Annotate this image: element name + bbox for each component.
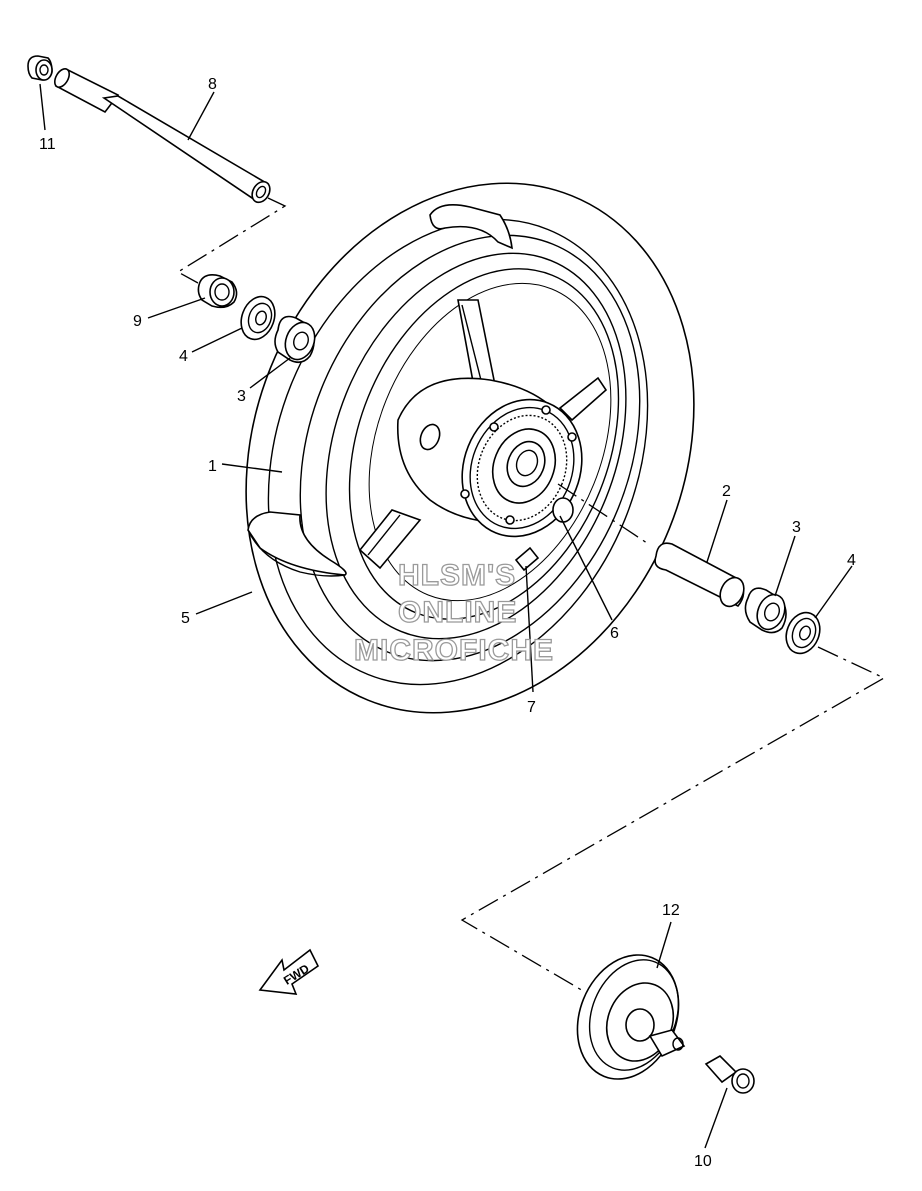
watermark-line-1: HLSM'S (398, 559, 516, 592)
callout-labels: 8 11 9 4 3 1 5 6 7 2 3 4 12 10 (39, 76, 856, 1170)
callout-6: 6 (610, 625, 619, 642)
centre-lines (176, 197, 886, 993)
right-side-parts (654, 542, 821, 655)
callout-2: 2 (722, 483, 731, 500)
callout-9: 9 (133, 313, 142, 330)
axle (53, 68, 271, 204)
watermark-line-2: ONLINE (398, 596, 517, 629)
callout-7: 7 (527, 699, 536, 716)
callout-8: 8 (208, 76, 217, 93)
axle-nut (27, 55, 53, 81)
wheel-spokes (358, 299, 608, 570)
callout-10: 10 (694, 1153, 712, 1170)
forward-arrow-icon: FWD (258, 948, 320, 995)
leader-lines (39, 83, 853, 1149)
callout-11: 11 (39, 136, 56, 153)
callout-4-left: 4 (179, 348, 188, 365)
watermark: HLSM'S ONLINE MICROFICHE (353, 558, 554, 667)
left-side-parts (197, 274, 316, 364)
callout-4-right: 4 (847, 552, 856, 569)
watermark-line-3: MICROFICHE (354, 634, 554, 667)
callout-5: 5 (181, 610, 190, 627)
callout-3-left: 3 (237, 388, 246, 405)
wheel-hub (396, 377, 583, 572)
callout-3-right: 3 (792, 519, 801, 536)
callout-12: 12 (662, 902, 680, 919)
callout-1: 1 (208, 458, 217, 475)
meter-gear-unit (576, 954, 755, 1094)
